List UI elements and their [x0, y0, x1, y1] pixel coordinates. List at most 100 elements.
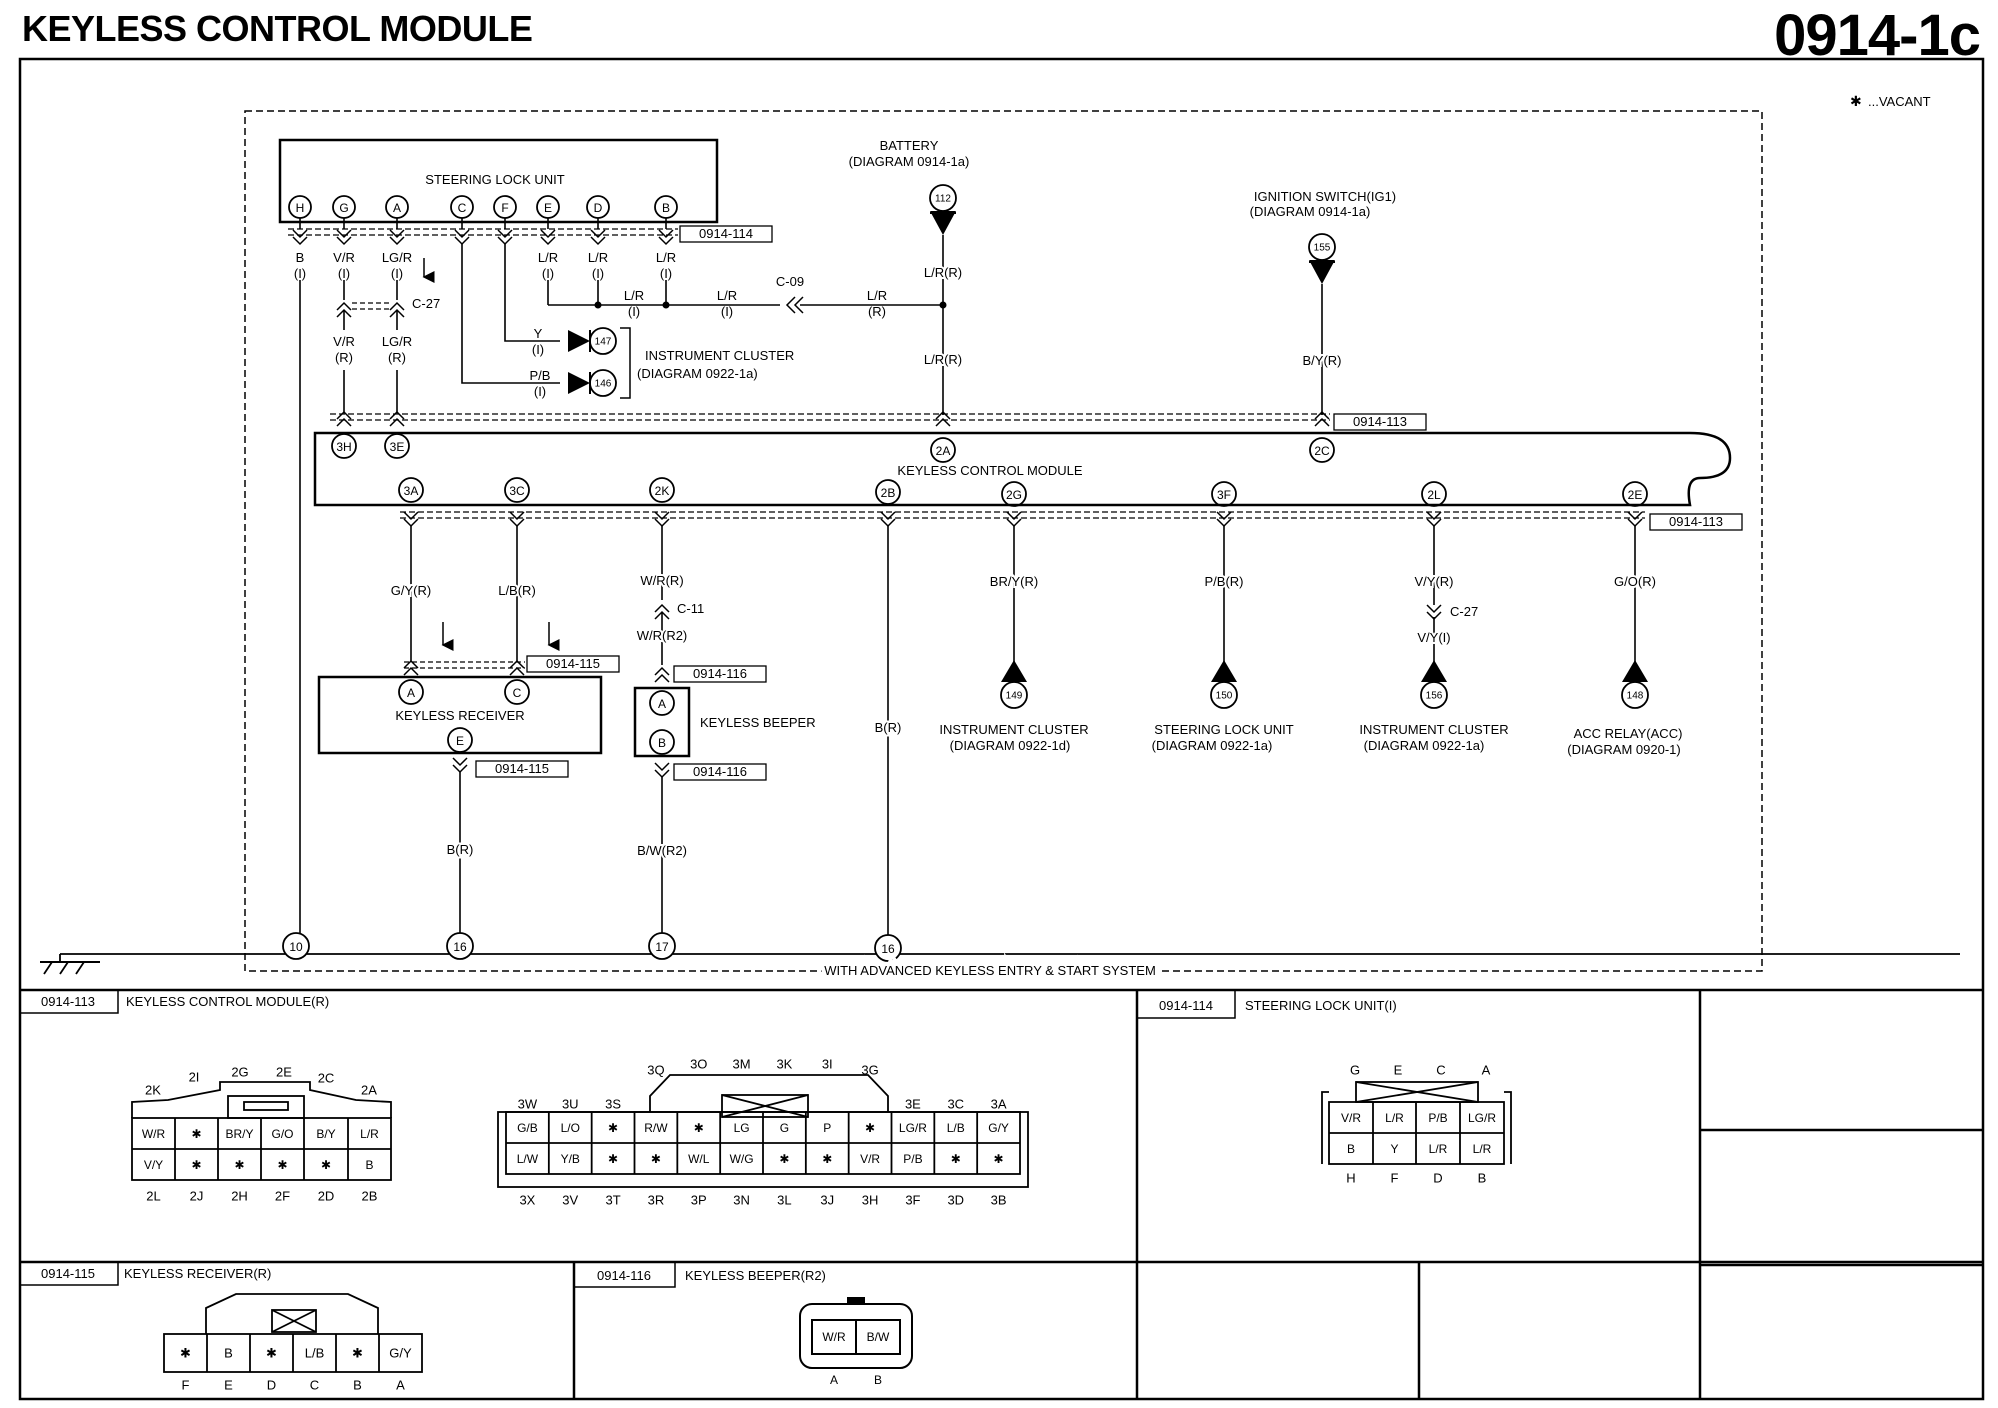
dest-3-name: INSTRUMENT CLUSTER — [1359, 722, 1508, 737]
ground-pin-16-a: 16 — [453, 940, 467, 954]
kcm-pin-3f: 3F — [1217, 488, 1231, 502]
cv-beeper-ref: 0914-116 — [597, 1268, 651, 1283]
slu-cell-r1: P/B — [1428, 1111, 1447, 1125]
sl-pin-b: B — [662, 201, 670, 215]
beeper-pin-label: B — [874, 1373, 882, 1387]
kcm-pin-2g: 2G — [1006, 488, 1022, 502]
wire-label: Y — [534, 326, 543, 341]
kcm-b-cell-r1: ✱ — [608, 1121, 618, 1135]
wire-label: (R) — [388, 350, 406, 365]
kcm-b-cell-r2: ✱ — [779, 1152, 789, 1166]
wire-label: G/O(R) — [1614, 574, 1656, 589]
wire-label: (R) — [335, 350, 353, 365]
wire-label: (I) — [294, 266, 306, 281]
kcm-b-bottom-label: 3L — [777, 1193, 791, 1208]
wire-label: (I) — [721, 304, 733, 319]
kcm-b-top-label: 3E — [905, 1097, 921, 1112]
kcm-b-cell-r2: ✱ — [651, 1152, 661, 1166]
wire-label: L/R — [867, 288, 887, 303]
ignition-label: IGNITION SWITCH(IG1) — [1254, 189, 1396, 204]
kcm-b-cell-r1: P — [823, 1121, 831, 1135]
connector-c27-b: C-27 — [1450, 604, 1478, 619]
beeper-pin-a: A — [658, 697, 666, 711]
kcm-a-top-label: 2K — [145, 1083, 161, 1098]
sl-pin-e: E — [544, 201, 552, 215]
ref-0914-116-a: 0914-116 — [693, 666, 747, 681]
kcm-a-bottom-label: 2J — [190, 1189, 204, 1204]
sl-pin-d: D — [594, 201, 603, 215]
dest-2-name: STEERING LOCK UNIT — [1154, 722, 1293, 737]
receiver-pin-label: B — [353, 1378, 362, 1393]
wire-label: V/Y(R) — [1415, 574, 1454, 589]
steering-lock-unit-label: STEERING LOCK UNIT — [425, 172, 564, 187]
dest-1-ref: (DIAGRAM 0922-1d) — [950, 738, 1071, 753]
wire-label: B(R) — [447, 842, 474, 857]
slu-top-label: A — [1482, 1063, 1491, 1078]
ref-0914-116-b: 0914-116 — [693, 764, 747, 779]
kcm-pin-3c: 3C — [509, 484, 525, 498]
kcm-pin-2k: 2K — [655, 484, 670, 498]
keyless-beeper-box — [633, 686, 691, 758]
ref-150: 150 — [1216, 691, 1233, 702]
wire-label: L/B(R) — [498, 583, 536, 598]
sl-pin-a: A — [393, 201, 401, 215]
ignition-ref: (DIAGRAM 0914-1a) — [1250, 204, 1371, 219]
wire-label: V/R — [333, 250, 355, 265]
wire-label: P/B — [530, 368, 551, 383]
kcm-pin-2a: 2A — [936, 444, 951, 458]
ref-0914-113-a: 0914-113 — [1353, 414, 1407, 429]
kcm-b-cell-r1: L/B — [947, 1121, 965, 1135]
receiver-pin-label: F — [182, 1378, 190, 1393]
ref-0914-115-b: 0914-115 — [495, 761, 549, 776]
kcm-a-bottom-label: 2H — [231, 1189, 248, 1204]
slu-connector — [1321, 1081, 1512, 1165]
wire-label: (I) — [391, 266, 403, 281]
kcm-b-bottom-label: 3V — [562, 1193, 578, 1208]
kcm-a-top-label: 2E — [276, 1065, 292, 1080]
wire-label: (I) — [338, 266, 350, 281]
wire-label: B/Y(R) — [1303, 353, 1342, 368]
kcm-b-top-label: 3G — [861, 1063, 878, 1078]
frame-caption: WITH ADVANCED KEYLESS ENTRY & START SYST… — [824, 963, 1156, 978]
ref-0914-115-a: 0914-115 — [546, 656, 600, 671]
wire-label: (I) — [534, 384, 546, 399]
slu-top-label: E — [1394, 1063, 1403, 1078]
kcm-a-cell-r1: G/O — [271, 1127, 293, 1141]
slu-bottom-label: D — [1433, 1171, 1442, 1186]
kcm-b-cell-r1: LG/R — [899, 1121, 927, 1135]
wire-label: (I) — [532, 342, 544, 357]
kcm-a-bottom-label: 2B — [362, 1189, 378, 1204]
kcm-pin-3h: 3H — [336, 440, 351, 454]
kcm-b-cell-r1: ✱ — [865, 1121, 875, 1135]
keyless-receiver-label: KEYLESS RECEIVER — [395, 708, 524, 723]
wire-label: B — [296, 250, 305, 265]
wire-label: L/R — [624, 288, 644, 303]
cv-slu-title: STEERING LOCK UNIT(I) — [1245, 998, 1397, 1013]
wire-label: L/R — [656, 250, 676, 265]
wire-label: LG/R — [382, 250, 412, 265]
slu-bottom-label: F — [1391, 1171, 1399, 1186]
kcm-b-top-label: 3C — [947, 1097, 964, 1112]
beeper-cell: B/W — [867, 1330, 890, 1344]
ref-156: 156 — [1426, 691, 1443, 702]
kcm-b-top-label: 3O — [690, 1057, 707, 1072]
slu-cell-r1: V/R — [1341, 1111, 1361, 1125]
cv-kcm-title: KEYLESS CONTROL MODULE(R) — [126, 994, 329, 1009]
wire-label: L/R — [588, 250, 608, 265]
kcm-b-cell-r1: G — [780, 1121, 789, 1135]
kcm-a-top-label: 2I — [189, 1070, 200, 1085]
kcm-box — [313, 431, 1732, 507]
slu-cell-r2: L/R — [1429, 1142, 1448, 1156]
page-title: KEYLESS CONTROL MODULE — [22, 8, 533, 49]
receiver-pin-label: A — [396, 1378, 405, 1393]
kcm-b-bottom-label: 3F — [905, 1193, 920, 1208]
slu-cell-r1: LG/R — [1468, 1111, 1496, 1125]
kcm-a-cell-r2: ✱ — [277, 1158, 287, 1172]
kcm-a-cell-r1: B/Y — [316, 1127, 335, 1141]
kcm-b-cell-r2: L/W — [517, 1152, 539, 1166]
kcm-b-bottom-label: 3D — [947, 1193, 964, 1208]
kcm-connector-a — [131, 1081, 392, 1181]
kcm-a-cell-r1: W/R — [142, 1127, 166, 1141]
dest-4-name: ACC RELAY(ACC) — [1574, 726, 1683, 741]
